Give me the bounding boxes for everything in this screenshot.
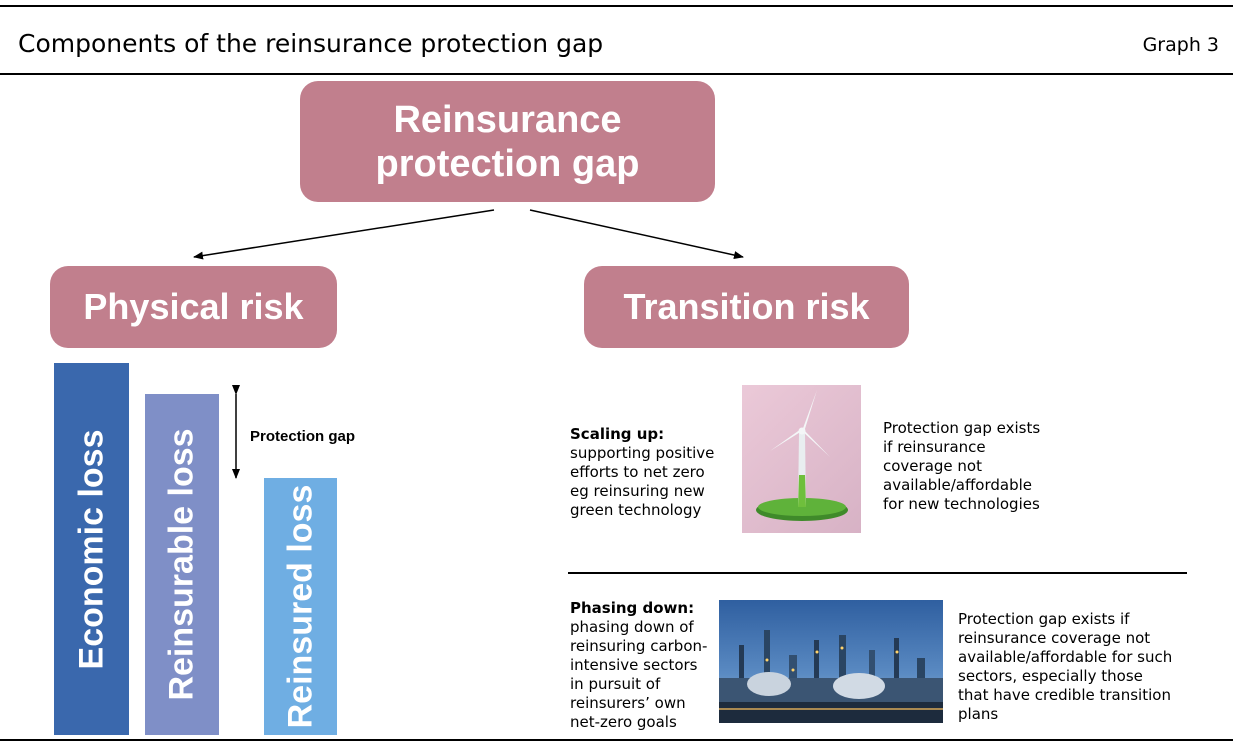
scaling-up-body: supporting positive efforts to net zero … <box>570 444 715 519</box>
refinery-image <box>719 600 943 723</box>
phasing-down-heading: Phasing down: <box>570 599 695 617</box>
arrow-to-physical-risk <box>193 209 495 260</box>
economic-loss-label: Economic loss <box>72 429 110 669</box>
scaling-up-note: Protection gap exists if reinsurance cov… <box>883 419 1041 513</box>
reinsurable-loss-label: Reinsurable loss <box>162 428 201 701</box>
phasing-down-text: Phasing down: phasing down of reinsuring… <box>570 599 710 732</box>
wind-turbine-image <box>742 385 861 533</box>
scaling-up-heading: Scaling up: <box>570 425 665 443</box>
graph-title: Components of the reinsurance protection… <box>18 29 604 58</box>
reinsurable-loss-bar: Reinsurable loss <box>145 394 219 735</box>
top-rule <box>0 5 1233 7</box>
phasing-down-body: phasing down of reinsuring carbon-intens… <box>570 618 708 731</box>
transition-risk-box: Transition risk <box>584 266 909 348</box>
physical-risk-box: Physical risk <box>50 266 337 348</box>
reinsured-loss-bar: Reinsured loss <box>264 478 337 735</box>
bottom-rule <box>0 739 1233 741</box>
arrow-to-transition-risk <box>529 209 744 259</box>
protection-gap-label: Protection gap <box>250 428 356 445</box>
section-divider <box>568 572 1187 574</box>
header-rule <box>0 73 1233 75</box>
economic-loss-bar: Economic loss <box>54 363 129 735</box>
reinsured-loss-label: Reinsured loss <box>281 484 319 729</box>
reinsurance-protection-gap-box: Reinsurance protection gap <box>300 81 715 202</box>
graph-number: Graph 3 <box>1142 34 1219 56</box>
phasing-down-note: Protection gap exists if reinsurance cov… <box>958 610 1173 723</box>
scaling-up-text: Scaling up: supporting positive efforts … <box>570 425 720 520</box>
